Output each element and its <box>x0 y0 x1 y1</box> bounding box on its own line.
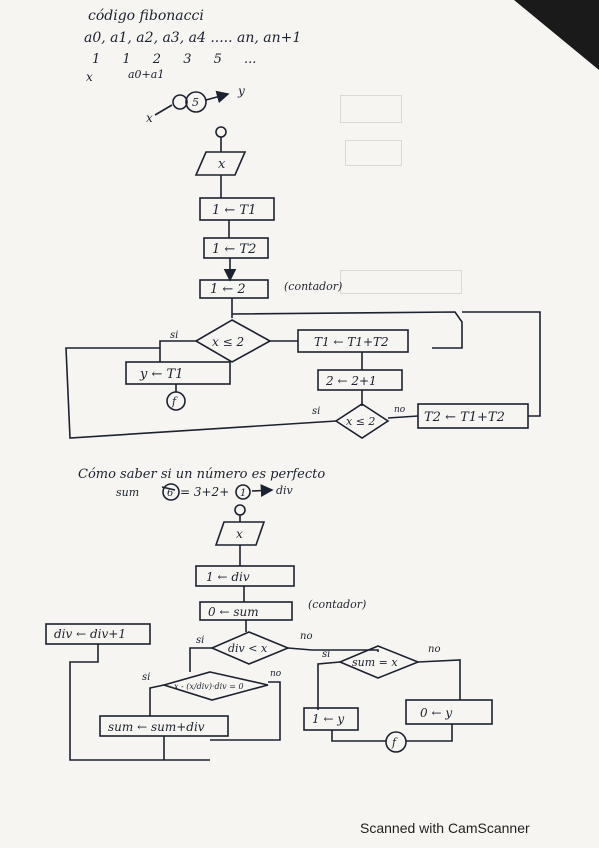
f2-no3-label: no <box>428 644 440 655</box>
flowchart-perfect-number <box>45 504 493 761</box>
ghost-box <box>340 95 402 123</box>
f2-yes2-label: si <box>142 672 150 683</box>
f2-title: Cómo saber si un número es perfecto <box>78 467 325 482</box>
f2-input-label: x <box>236 527 243 541</box>
f2-box-no-label: 0 ← y <box>420 706 452 720</box>
f1-input-label: x <box>218 157 226 172</box>
f1-z-box-label: 2 ← 2+1 <box>325 374 377 388</box>
f1-yes2-label: si <box>312 406 320 417</box>
header-sum: a0+a1 <box>128 68 165 81</box>
perfect-number-expression-arrows <box>161 483 274 501</box>
f1-assign1-label: 1 ← T1 <box>212 203 256 218</box>
f2-assign2-label: 0 ← sum <box>208 605 259 619</box>
f1-yes-box-label: y ← T1 <box>139 367 183 382</box>
ghost-box <box>345 140 402 166</box>
f2-decision2-label: x - (x/div)·div = 0 <box>174 682 244 691</box>
f1-assign2-label: 1 ← T2 <box>212 242 256 257</box>
f1-end-label: f <box>171 395 178 408</box>
header-title: código fibonacci <box>88 8 204 24</box>
header-values: 1 1 2 3 5 ... <box>92 52 257 67</box>
f2-box-yes-label: 1 ← y <box>312 712 344 726</box>
f1-t1-box-label: T1 ← T1+T2 <box>314 335 389 349</box>
header-diagram-y: y <box>237 84 245 98</box>
f1-assign3-label: 1 ← 2 <box>210 282 246 297</box>
header-mini-diagram <box>154 90 230 116</box>
f2-counter-note: (contador) <box>308 598 366 611</box>
flowchart-fibonacci <box>65 126 541 439</box>
header-x: x <box>86 70 93 84</box>
f1-counter-note: (contador) <box>284 280 342 293</box>
f1-no2-label: no <box>394 405 406 415</box>
f2-assign1-label: 1 ← div <box>206 570 250 584</box>
f2-decision1-label: div < x <box>228 642 268 655</box>
page-corner-shadow <box>514 0 599 70</box>
header-diagram-circle: 5 <box>192 96 199 109</box>
f2-yes3-label: si <box>322 649 330 660</box>
f2-circle2-label: 1 <box>240 488 246 499</box>
f2-expr: = 3+2+ <box>180 485 229 499</box>
f2-div-label: div <box>276 484 294 497</box>
f2-div-box-label: div ← div+1 <box>54 627 126 641</box>
f1-yes1-label: si <box>170 330 178 341</box>
f2-yes1-label: si <box>196 635 204 646</box>
f2-no2-label: no <box>270 669 282 679</box>
f2-no1-label: no <box>300 631 312 642</box>
f2-end-label: f <box>391 736 398 749</box>
camscanner-watermark: Scanned with CamScanner <box>360 820 530 836</box>
f1-decision2-label: x ≤ 2 <box>346 415 375 428</box>
ghost-box <box>340 270 462 294</box>
f1-t2-box-label: T2 ← T1+T2 <box>424 410 505 425</box>
f2-sum-label: sum <box>116 486 139 499</box>
header-sequence: a0, a1, a2, a3, a4 ..... an, an+1 <box>84 30 302 46</box>
header-diagram-x: x <box>146 111 153 125</box>
f1-decision1-label: x ≤ 2 <box>212 335 244 349</box>
f2-circle-label: 6 <box>167 488 174 499</box>
f2-sum-box-label: sum ← sum+div <box>108 720 205 734</box>
f2-decision3-label: sum = x <box>352 656 398 669</box>
